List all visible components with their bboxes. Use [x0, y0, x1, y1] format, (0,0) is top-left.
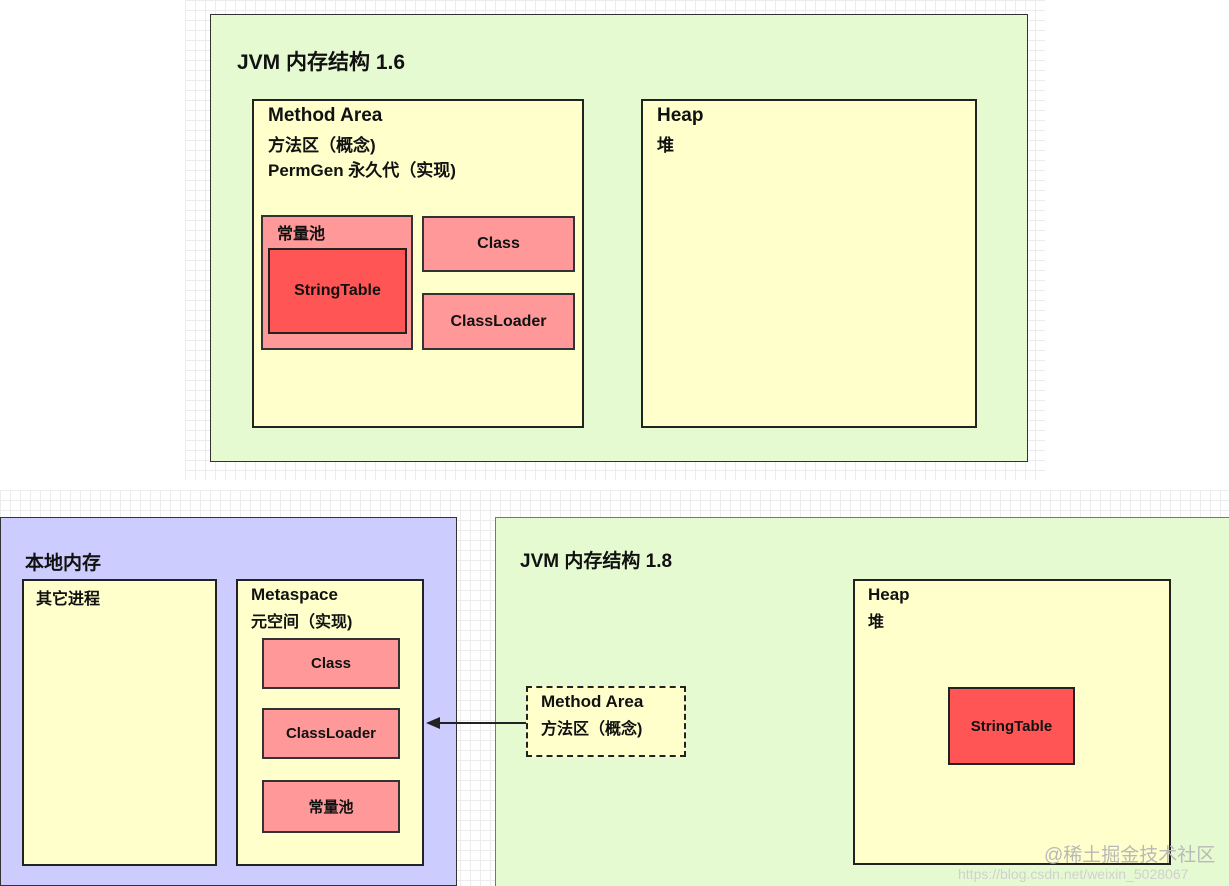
other-process-box: 其它进程	[22, 579, 217, 866]
metaspace-title: Metaspace	[251, 585, 338, 604]
jvm18-method-area-concept: 方法区（概念)	[541, 721, 643, 738]
jvm16-class-box: Class	[422, 216, 575, 272]
metaspace-constant-pool-box: 常量池	[262, 780, 400, 833]
heap-subtitle: 堆	[657, 136, 674, 155]
constant-pool-label: 常量池	[277, 226, 326, 243]
jvm18-heap-subtitle: 堆	[868, 614, 885, 631]
metaspace-class-box: Class	[262, 638, 400, 689]
other-process-label: 其它进程	[36, 591, 101, 608]
jvm18-method-area-title: Method Area	[541, 692, 644, 711]
jvm16-title: JVM 内存结构 1.6	[237, 51, 406, 74]
watermark-url: https://blog.csdn.net/weixin_5028067	[958, 866, 1189, 882]
jvm16-string-table: StringTable	[268, 248, 407, 334]
metaspace-classloader-box: ClassLoader	[262, 708, 400, 759]
jvm16-classloader-box: ClassLoader	[422, 293, 575, 350]
jvm18-heap-title: Heap	[868, 585, 910, 604]
native-memory-title: 本地内存	[25, 553, 102, 574]
method-area-title: Method Area	[268, 105, 383, 126]
method-area-to-metaspace-arrow	[426, 717, 526, 729]
permgen-label: PermGen 永久代（实现)	[268, 161, 456, 180]
jvm16-heap: Heap 堆	[641, 99, 977, 428]
jvm18-method-area: Method Area 方法区（概念)	[526, 686, 686, 757]
method-area-concept: 方法区（概念)	[268, 136, 376, 155]
jvm18-title: JVM 内存结构 1.8	[520, 551, 673, 572]
watermark: @稀土掘金技术社区	[1044, 845, 1216, 866]
heap-title: Heap	[657, 105, 704, 126]
jvm18-string-table: StringTable	[948, 687, 1075, 765]
metaspace-subtitle: 元空间（实现)	[251, 614, 353, 631]
